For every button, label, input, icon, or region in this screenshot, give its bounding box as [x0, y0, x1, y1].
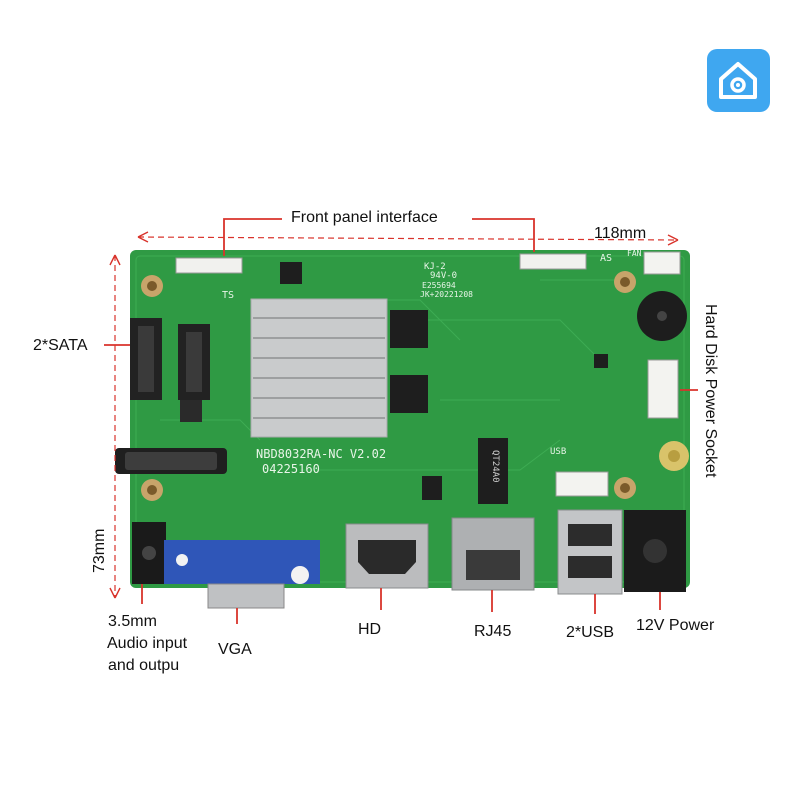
mounting-holes: [141, 271, 636, 501]
front-panel-connector-right: [519, 253, 587, 270]
network-transformer-chip: [478, 438, 508, 504]
rj45-label: RJ45: [474, 623, 512, 640]
hdd-power-socket: [647, 359, 679, 419]
power-label: 12V Power: [636, 617, 715, 634]
board-code2: JK+20221208: [420, 290, 473, 299]
rj45-connector: [451, 517, 535, 591]
width-label: 118mm: [594, 225, 647, 242]
vga-label: VGA: [218, 641, 252, 658]
board-rating: 94V-0: [430, 271, 458, 281]
fan-connector: [643, 251, 681, 275]
heatsink: [250, 298, 388, 438]
usb-connector: [557, 509, 623, 595]
height-label: 73mm: [91, 528, 108, 573]
board-serial: 04225160: [262, 462, 320, 476]
width-dimension: [137, 236, 679, 241]
front-panel-label: Front panel interface: [291, 209, 438, 226]
board-kj: KJ-2: [424, 262, 446, 272]
front-panel-callout: [223, 218, 535, 256]
chip-label: QT24A0: [490, 450, 500, 483]
hd-label: HD: [358, 621, 382, 638]
vga-connector: [164, 540, 320, 609]
audio-label-3: and outpu: [108, 657, 180, 674]
board-code1: E255694: [422, 281, 456, 290]
board-fan-silk: FAN: [627, 249, 642, 258]
usb-header: [555, 471, 609, 497]
home-camera-glyph: [719, 62, 757, 99]
usb-label: 2*USB: [566, 624, 615, 641]
hdmi-connector: [345, 523, 429, 589]
board-ts: TS: [222, 290, 235, 301]
front-panel-connector-left: [175, 257, 243, 274]
board-usb-silk: USB: [550, 447, 567, 457]
sata-label: 2*SATA: [33, 337, 88, 354]
home-camera-icon: [707, 49, 770, 112]
audio-label-1: 3.5mm: [108, 613, 157, 630]
board-model: NBD8032RA-NC V2.02: [256, 447, 387, 461]
board-as: AS: [600, 253, 613, 264]
audio-label-2: Audio input: [107, 635, 188, 652]
hdd-power-label: Hard Disk Power Socket: [702, 304, 719, 478]
